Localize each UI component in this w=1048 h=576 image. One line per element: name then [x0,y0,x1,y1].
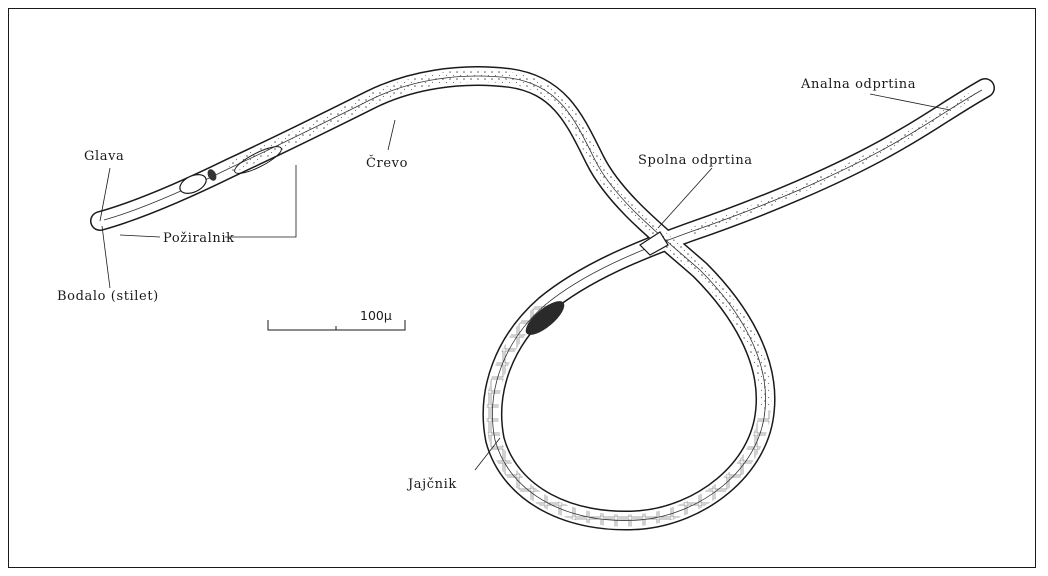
label-intestine: Črevo [366,154,408,171]
label-anus: Analna odprtina [800,77,916,92]
leader-stylet [102,226,110,288]
label-vulva: Spolna odprtina [638,153,753,168]
ovary-cells [492,305,765,521]
label-head: Glava [84,149,124,164]
scale-bar-label: 100µ [360,308,392,323]
leader-anus [870,94,950,110]
label-esophagus: Požiralnik [163,231,235,246]
label-ovary: Jajčnik [406,477,457,492]
label-stylet: Bodalo (stilet) [57,289,159,304]
worm-body-fill [100,76,985,520]
scale-bar: 100µ [268,308,405,330]
leader-intestine [388,120,395,150]
